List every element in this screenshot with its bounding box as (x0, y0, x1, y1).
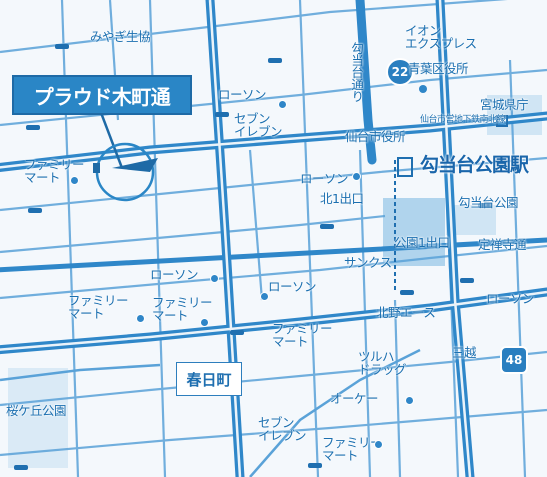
kasugamachi-box: 春日町 (176, 362, 242, 396)
lawson-dot-1 (278, 100, 287, 109)
lawson-dot-4 (260, 292, 269, 301)
koto-dai-park-label: 勾当台公園 (458, 195, 519, 210)
familymart-label-4: ファミリー マート (272, 321, 333, 350)
familymart-label-2: ファミリー マート (68, 293, 129, 322)
seven-eleven-label-2: セブン イレブン (258, 415, 307, 444)
subway-line-label: 仙台市営地下鉄南北線 (420, 115, 506, 125)
route-22-marker: 22 (386, 58, 414, 86)
sakuragaoka-park-label: 桜ケ丘公園 (6, 403, 67, 418)
familymart-dot-1 (70, 176, 79, 185)
lawson-label-3: ローソン (150, 267, 199, 282)
property-title-box: プラウド木町通 (12, 75, 192, 115)
sendai-city-hall-label: 仙台市役所 (345, 129, 406, 144)
kasugamachi-label: 春日町 (186, 370, 232, 389)
lawson-label-4: ローソン (268, 279, 317, 294)
park-exit-label: 公園1出口 (394, 235, 450, 250)
familymart-label-1: ファミリー マート (24, 157, 85, 186)
familymart-label-5: ファミリー マート (322, 435, 383, 464)
koto-dai-park-station-label: 勾当台公園駅 (420, 154, 529, 176)
miyagi-pref-office-label: 宮城県庁 (480, 97, 529, 112)
aeon-express-label: イオン エクスプレス (405, 23, 477, 52)
jozenji-dori-label: 定禅寺通 (478, 237, 527, 252)
city-hall-dot (352, 172, 361, 181)
kitano-ace-label: 北野エース (376, 305, 436, 320)
miyagi-seikyo-label: みやぎ生協 (90, 29, 151, 44)
lawson-label-5: ローソン (486, 291, 535, 306)
lawson-dot-3 (210, 274, 219, 283)
tsuruha-drug-label: ツルハ ドラッグ (358, 349, 407, 378)
lawson-label-1: ローソン (218, 87, 267, 102)
okei-dot (405, 396, 414, 405)
lawson-label-2: ローソン (300, 171, 349, 186)
koto-dai-dori-label: 勾当台通り (349, 42, 365, 102)
familymart-dot-2 (136, 314, 145, 323)
koto-dai-park-area (383, 198, 445, 266)
mitsukoshi-label: 三越 (452, 345, 477, 360)
familymart-label-3: ファミリー マート (152, 295, 213, 324)
route-48-marker: 48 (500, 346, 528, 374)
sunkus-label: サンクス (344, 255, 392, 270)
aoba-ward-office-label: 青葉区役所 (408, 61, 469, 76)
north-exit-label: 北1出口 (320, 191, 364, 206)
seven-eleven-label-1: セブン イレブン (234, 111, 283, 140)
familymart-dot-3 (200, 318, 209, 327)
property-title: プラウド木町通 (33, 84, 171, 109)
familymart-dot-5 (374, 440, 383, 449)
okei-label: オーケー (330, 391, 379, 406)
